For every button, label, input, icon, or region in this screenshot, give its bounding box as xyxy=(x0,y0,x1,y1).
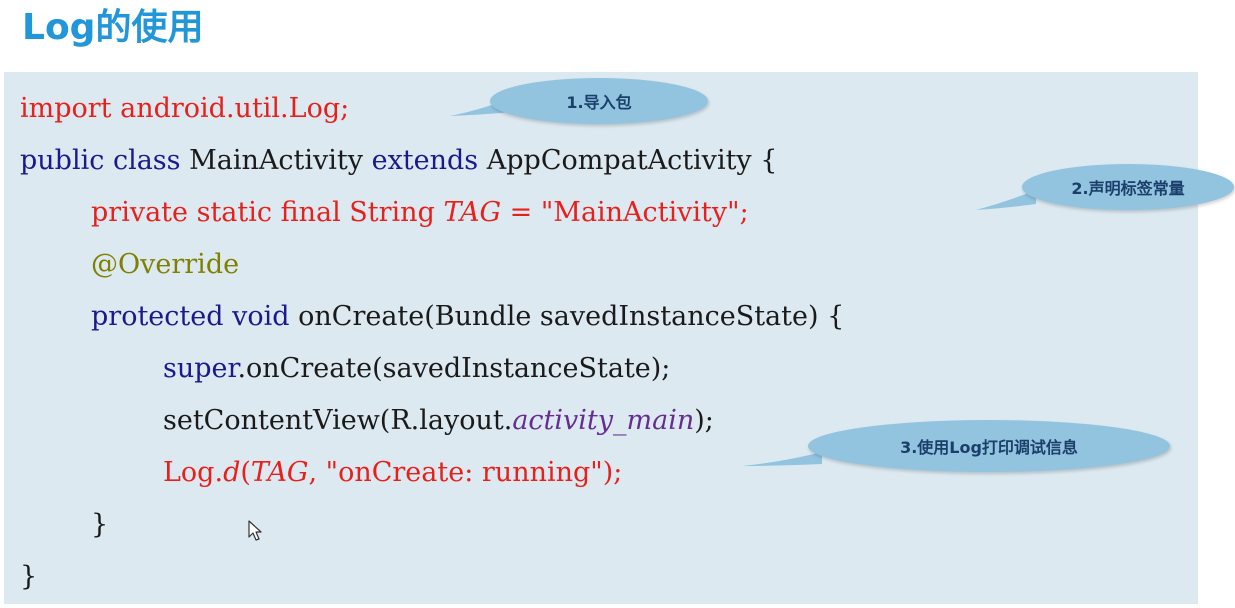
callout-log-debug-info: 3.使用Log打印调试信息 xyxy=(808,420,1170,472)
log-method: d xyxy=(223,457,241,488)
keyword-class: class xyxy=(112,145,181,176)
code-line-set-content-view: setContentView(R.layout.activity_main); xyxy=(163,404,714,438)
set-content-view-call: setContentView(R.layout. xyxy=(163,405,513,436)
tag-identifier: TAG xyxy=(443,197,502,228)
code-line-class-declaration: public class MainActivity extends AppCom… xyxy=(20,144,777,178)
keyword-void: void xyxy=(232,301,290,332)
mouse-pointer-icon xyxy=(248,520,262,541)
code-line-tag-constant: private static final String TAG = "MainA… xyxy=(91,196,749,230)
set-content-view-close: ); xyxy=(694,405,714,436)
log-message-arg: , "onCreate: running"); xyxy=(308,457,623,488)
keyword-extends: extends xyxy=(371,145,479,176)
code-line-override-annotation: @Override xyxy=(91,249,240,280)
super-call-rest: .onCreate(savedInstanceState); xyxy=(237,353,671,384)
log-class: Log. xyxy=(163,457,224,488)
callout-tail-1 xyxy=(450,98,512,116)
slide-title: Log的使用 xyxy=(22,7,204,48)
callout-tail-2 xyxy=(976,190,1036,210)
class-name: MainActivity xyxy=(189,145,363,176)
keyword-protected: protected xyxy=(91,301,224,332)
code-line-method-close: } xyxy=(91,509,109,540)
tag-value: "MainActivity"; xyxy=(540,197,749,228)
log-open-paren: ( xyxy=(240,457,251,488)
code-block: import android.util.Log; public class Ma… xyxy=(4,72,1198,604)
callout-tail-3 xyxy=(742,452,822,466)
code-line-oncreate-signature: protected void onCreate(Bundle savedInst… xyxy=(91,300,844,334)
callout-declare-tag-constant: 2.声明标签常量 xyxy=(1022,164,1234,210)
code-line-import: import android.util.Log; xyxy=(20,93,350,124)
log-tag-arg: TAG xyxy=(250,457,309,488)
parent-class: AppCompatActivity xyxy=(486,145,752,176)
code-line-log-call: Log.d(TAG, "onCreate: running"); xyxy=(163,456,622,490)
keyword-public: public xyxy=(20,145,105,176)
code-line-class-close: } xyxy=(20,561,38,592)
callout-import-package: 1.导入包 xyxy=(490,78,708,124)
assign-operator: = xyxy=(509,197,533,228)
code-line-super-call: super.onCreate(savedInstanceState); xyxy=(163,352,670,386)
tag-declaration: private static final String xyxy=(91,197,435,228)
keyword-super: super xyxy=(163,353,238,384)
open-brace: { xyxy=(760,145,778,176)
method-signature: onCreate(Bundle savedInstanceState) { xyxy=(298,301,845,332)
layout-field: activity_main xyxy=(512,405,695,436)
